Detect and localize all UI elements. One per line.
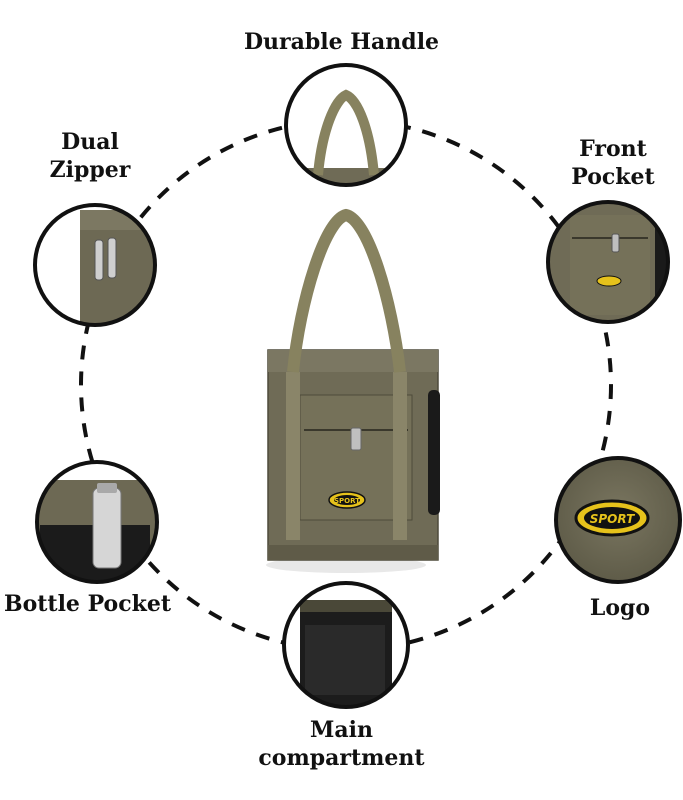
callout-main-compartment	[282, 581, 410, 709]
bag-main-image: SPORT	[266, 208, 440, 573]
label-dual-zipper: Dual Zipper	[20, 128, 160, 184]
label-dual-zipper-line2: Zipper	[49, 157, 131, 183]
callout-dual-zipper	[33, 203, 157, 327]
logo-badge-text: SPORT	[590, 512, 635, 526]
callout-handle	[284, 63, 408, 187]
label-durable-handle: Durable Handle	[243, 29, 440, 55]
label-front-pocket-line1: Front	[579, 136, 647, 162]
callout-front-pocket	[546, 200, 670, 324]
callout-bottle-pocket	[35, 460, 159, 584]
label-dual-zipper-line1: Dual	[61, 129, 119, 155]
label-front-pocket: Front Pocket	[548, 135, 678, 191]
callout-logo: SPORT	[554, 456, 682, 584]
label-main-compartment-line2: compartment	[258, 745, 425, 771]
label-logo: Logo	[589, 595, 651, 621]
label-main-compartment-line1: Main	[310, 717, 373, 743]
bag-badge-text: SPORT	[334, 497, 360, 505]
label-main-compartment: Main compartment	[0, 716, 683, 772]
label-front-pocket-line2: Pocket	[571, 164, 655, 190]
label-bottle-pocket: Bottle Pocket	[3, 591, 172, 617]
